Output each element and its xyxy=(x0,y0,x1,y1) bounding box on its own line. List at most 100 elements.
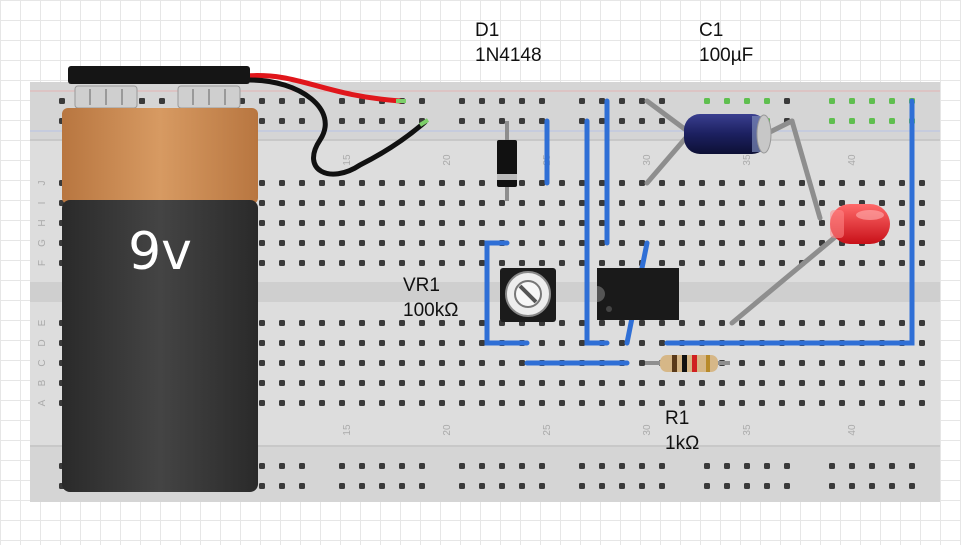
breadboard-hole[interactable] xyxy=(479,220,485,226)
breadboard-hole[interactable] xyxy=(379,220,385,226)
breadboard-hole[interactable] xyxy=(579,463,585,469)
breadboard-hole[interactable] xyxy=(379,340,385,346)
breadboard-hole[interactable] xyxy=(679,220,685,226)
breadboard-hole[interactable] xyxy=(599,118,605,124)
breadboard-hole[interactable] xyxy=(399,240,405,246)
breadboard-hole[interactable] xyxy=(319,180,325,186)
breadboard-hole[interactable] xyxy=(719,200,725,206)
breadboard-hole[interactable] xyxy=(739,380,745,386)
breadboard-hole[interactable] xyxy=(299,483,305,489)
breadboard-hole[interactable] xyxy=(259,260,265,266)
breadboard-hole[interactable] xyxy=(419,320,425,326)
breadboard-hole[interactable] xyxy=(839,360,845,366)
breadboard-hole[interactable] xyxy=(619,320,625,326)
breadboard-hole[interactable] xyxy=(279,220,285,226)
breadboard-hole[interactable] xyxy=(479,98,485,104)
capacitor-c1[interactable] xyxy=(684,114,772,154)
breadboard-hole[interactable] xyxy=(359,320,365,326)
breadboard-hole[interactable] xyxy=(779,380,785,386)
breadboard-hole[interactable] xyxy=(639,380,645,386)
breadboard-hole[interactable] xyxy=(849,463,855,469)
breadboard-hole[interactable] xyxy=(719,400,725,406)
breadboard-hole[interactable] xyxy=(499,360,505,366)
breadboard-hole[interactable] xyxy=(849,483,855,489)
breadboard-hole[interactable] xyxy=(479,483,485,489)
breadboard-hole[interactable] xyxy=(379,180,385,186)
breadboard-hole[interactable] xyxy=(759,380,765,386)
breadboard-hole[interactable] xyxy=(679,260,685,266)
breadboard-hole[interactable] xyxy=(479,340,485,346)
breadboard-hole[interactable] xyxy=(279,463,285,469)
breadboard-hole[interactable] xyxy=(539,98,545,104)
breadboard-hole[interactable] xyxy=(579,240,585,246)
breadboard-hole[interactable] xyxy=(699,400,705,406)
breadboard-hole[interactable] xyxy=(519,118,525,124)
breadboard-hole[interactable] xyxy=(339,200,345,206)
breadboard-hole[interactable] xyxy=(339,380,345,386)
breadboard-hole[interactable] xyxy=(759,360,765,366)
breadboard-hole[interactable] xyxy=(559,340,565,346)
breadboard-hole[interactable] xyxy=(379,118,385,124)
breadboard-hole[interactable] xyxy=(919,380,925,386)
breadboard-hole[interactable] xyxy=(319,240,325,246)
breadboard-hole[interactable] xyxy=(759,200,765,206)
breadboard-hole[interactable] xyxy=(399,400,405,406)
breadboard-hole[interactable] xyxy=(739,360,745,366)
breadboard-hole[interactable] xyxy=(679,200,685,206)
breadboard-hole[interactable] xyxy=(739,240,745,246)
breadboard-hole[interactable] xyxy=(299,180,305,186)
breadboard-hole[interactable] xyxy=(659,240,665,246)
breadboard-hole[interactable] xyxy=(799,380,805,386)
breadboard-hole[interactable] xyxy=(599,98,605,104)
breadboard-hole[interactable] xyxy=(829,463,835,469)
breadboard-hole[interactable] xyxy=(919,220,925,226)
breadboard-hole[interactable] xyxy=(499,400,505,406)
breadboard-hole[interactable] xyxy=(719,240,725,246)
breadboard-hole[interactable] xyxy=(379,200,385,206)
breadboard-hole[interactable] xyxy=(419,483,425,489)
breadboard-hole[interactable] xyxy=(259,380,265,386)
breadboard-hole[interactable] xyxy=(639,98,645,104)
breadboard-hole[interactable] xyxy=(719,180,725,186)
breadboard-hole[interactable] xyxy=(459,180,465,186)
breadboard-hole[interactable] xyxy=(659,180,665,186)
breadboard-hole[interactable] xyxy=(459,260,465,266)
breadboard-hole[interactable] xyxy=(259,340,265,346)
breadboard-hole[interactable] xyxy=(659,260,665,266)
breadboard-hole[interactable] xyxy=(659,320,665,326)
breadboard-hole[interactable] xyxy=(359,240,365,246)
breadboard-hole[interactable] xyxy=(919,320,925,326)
breadboard-hole[interactable] xyxy=(439,220,445,226)
breadboard-hole[interactable] xyxy=(499,220,505,226)
breadboard-hole[interactable] xyxy=(499,380,505,386)
breadboard-hole[interactable] xyxy=(499,260,505,266)
breadboard-hole[interactable] xyxy=(779,260,785,266)
breadboard-hole[interactable] xyxy=(619,220,625,226)
breadboard-hole[interactable] xyxy=(784,98,790,104)
breadboard-hole[interactable] xyxy=(679,320,685,326)
breadboard-hole[interactable] xyxy=(919,360,925,366)
breadboard-hole[interactable] xyxy=(359,118,365,124)
breadboard-hole[interactable] xyxy=(659,400,665,406)
breadboard-hole[interactable] xyxy=(639,320,645,326)
breadboard-hole[interactable] xyxy=(459,380,465,386)
breadboard-hole[interactable] xyxy=(299,340,305,346)
breadboard-hole[interactable] xyxy=(299,200,305,206)
breadboard-hole[interactable] xyxy=(259,180,265,186)
breadboard-hole[interactable] xyxy=(379,320,385,326)
breadboard-hole[interactable] xyxy=(299,400,305,406)
breadboard-hole[interactable] xyxy=(319,360,325,366)
breadboard-hole[interactable] xyxy=(279,98,285,104)
breadboard-hole[interactable] xyxy=(479,400,485,406)
breadboard-hole[interactable] xyxy=(359,463,365,469)
breadboard-hole[interactable] xyxy=(779,220,785,226)
breadboard-hole[interactable] xyxy=(559,320,565,326)
breadboard-hole[interactable] xyxy=(479,320,485,326)
breadboard-hole[interactable] xyxy=(399,180,405,186)
breadboard-hole[interactable] xyxy=(279,400,285,406)
breadboard-hole[interactable] xyxy=(419,400,425,406)
breadboard-hole[interactable] xyxy=(839,380,845,386)
breadboard-hole[interactable] xyxy=(339,400,345,406)
breadboard-hole[interactable] xyxy=(739,320,745,326)
breadboard-hole[interactable] xyxy=(299,463,305,469)
